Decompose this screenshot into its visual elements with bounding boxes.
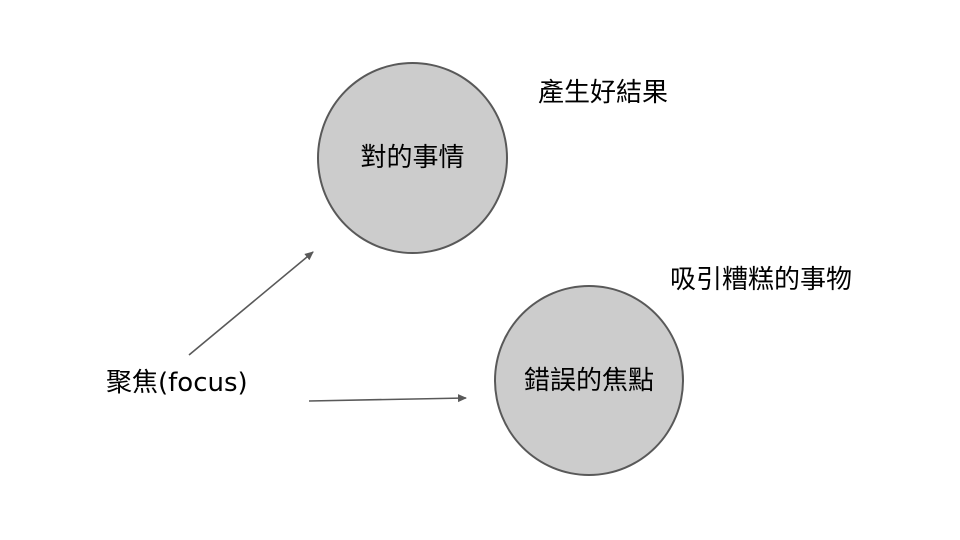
node-right-things-label: 對的事情 xyxy=(360,143,465,173)
node-right-things: 對的事情 xyxy=(317,62,508,254)
arrow-to-right-things xyxy=(188,251,314,356)
focus-label: 聚焦(focus) xyxy=(106,368,248,398)
caption-bad-things: 吸引糟糕的事物 xyxy=(670,265,853,295)
node-wrong-focus: 錯誤的焦點 xyxy=(494,285,684,476)
node-wrong-focus-label: 錯誤的焦點 xyxy=(523,365,654,396)
caption-good-result: 產生好結果 xyxy=(538,78,669,108)
arrow-to-wrong-focus xyxy=(308,394,467,403)
